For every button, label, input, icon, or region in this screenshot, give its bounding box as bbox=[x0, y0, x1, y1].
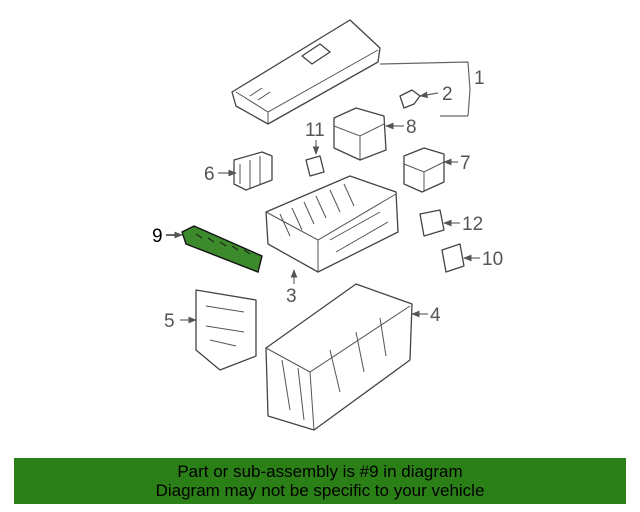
cover-part[interactable] bbox=[231, 19, 381, 125]
callout-12: 12 bbox=[462, 214, 483, 235]
callout-9: 9 bbox=[152, 226, 163, 247]
leader-2 bbox=[419, 91, 439, 99]
mini-fuse-part[interactable] bbox=[305, 155, 325, 177]
callout-11: 11 bbox=[305, 120, 325, 141]
clip-part[interactable] bbox=[399, 89, 421, 109]
parts-diagram: 1 2 3 4 5 6 7 8 9 10 11 12 bbox=[152, 19, 503, 431]
callout-7: 7 bbox=[460, 153, 471, 174]
banner-line-2: Diagram may not be specific to your vehi… bbox=[155, 481, 485, 500]
callout-1: 1 bbox=[474, 68, 485, 89]
bracket-part[interactable] bbox=[195, 289, 257, 371]
banner-line-1: Part or sub-assembly is #9 in diagram bbox=[177, 462, 463, 481]
relay-block-part[interactable] bbox=[333, 107, 387, 161]
maxi-fuse-part[interactable] bbox=[441, 243, 465, 273]
callout-2: 2 bbox=[442, 84, 453, 105]
info-banner: Part or sub-assembly is #9 in diagram Di… bbox=[14, 458, 626, 504]
callout-8: 8 bbox=[406, 117, 417, 138]
callout-6: 6 bbox=[204, 164, 215, 185]
callout-3: 3 bbox=[286, 286, 297, 307]
fuse-box-housing-part[interactable] bbox=[265, 175, 399, 273]
callout-5: 5 bbox=[164, 311, 175, 332]
callout-10: 10 bbox=[482, 249, 503, 270]
callout-4: 4 bbox=[430, 305, 441, 326]
fuse-part[interactable] bbox=[419, 209, 445, 237]
relay-part[interactable] bbox=[403, 147, 445, 193]
leader-1 bbox=[379, 61, 471, 117]
connector-part[interactable] bbox=[233, 151, 273, 191]
fuse-holder-part[interactable] bbox=[181, 225, 263, 273]
lower-tray-part[interactable] bbox=[265, 283, 413, 431]
